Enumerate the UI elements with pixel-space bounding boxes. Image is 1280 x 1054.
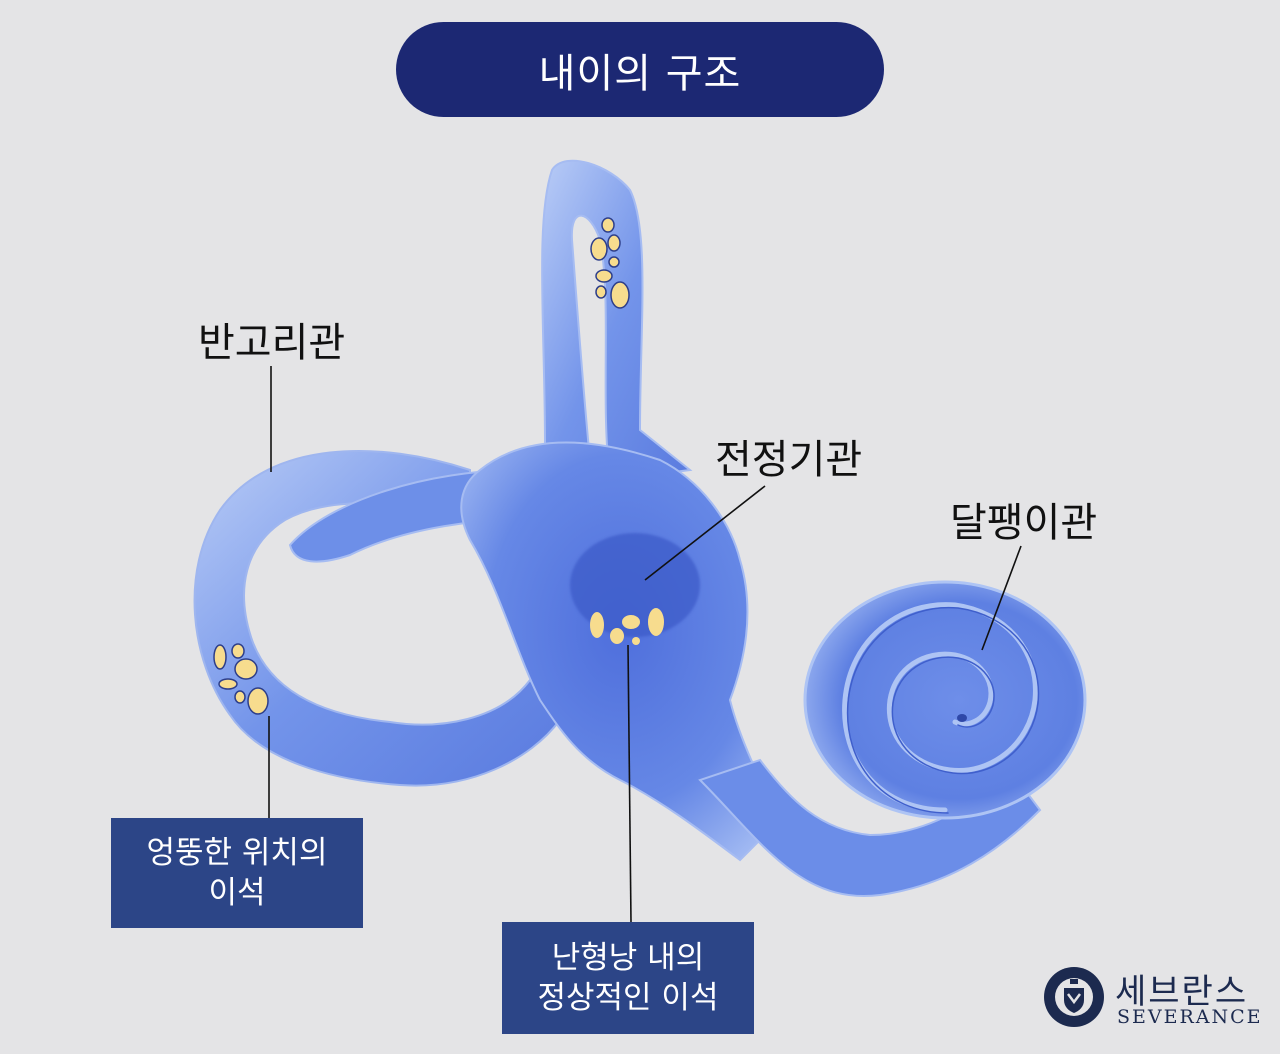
label-semicircular-canal: 반고리관 [198,310,345,368]
box-normal-otoliths-line1: 난형낭 내의 [552,938,704,978]
label-cochlea: 달팽이관 [950,490,1097,548]
yonsei-emblem-icon [1043,966,1105,1028]
cochlea-shape [805,582,1085,818]
severance-logo: 세브란스 SEVERANCE [1043,964,1263,1034]
label-vestibule: 전정기관 [715,427,862,485]
box-misplaced-otoliths: 엉뚱한 위치의 이석 [111,818,363,928]
box-normal-otoliths-line2: 정상적인 이석 [538,978,719,1018]
box-normal-otoliths: 난형낭 내의 정상적인 이석 [502,922,754,1034]
box-misplaced-otoliths-line1: 엉뚱한 위치의 [147,833,328,873]
box-misplaced-otoliths-line2: 이석 [208,873,265,913]
logo-subtitle: SEVERANCE [1117,1006,1263,1028]
